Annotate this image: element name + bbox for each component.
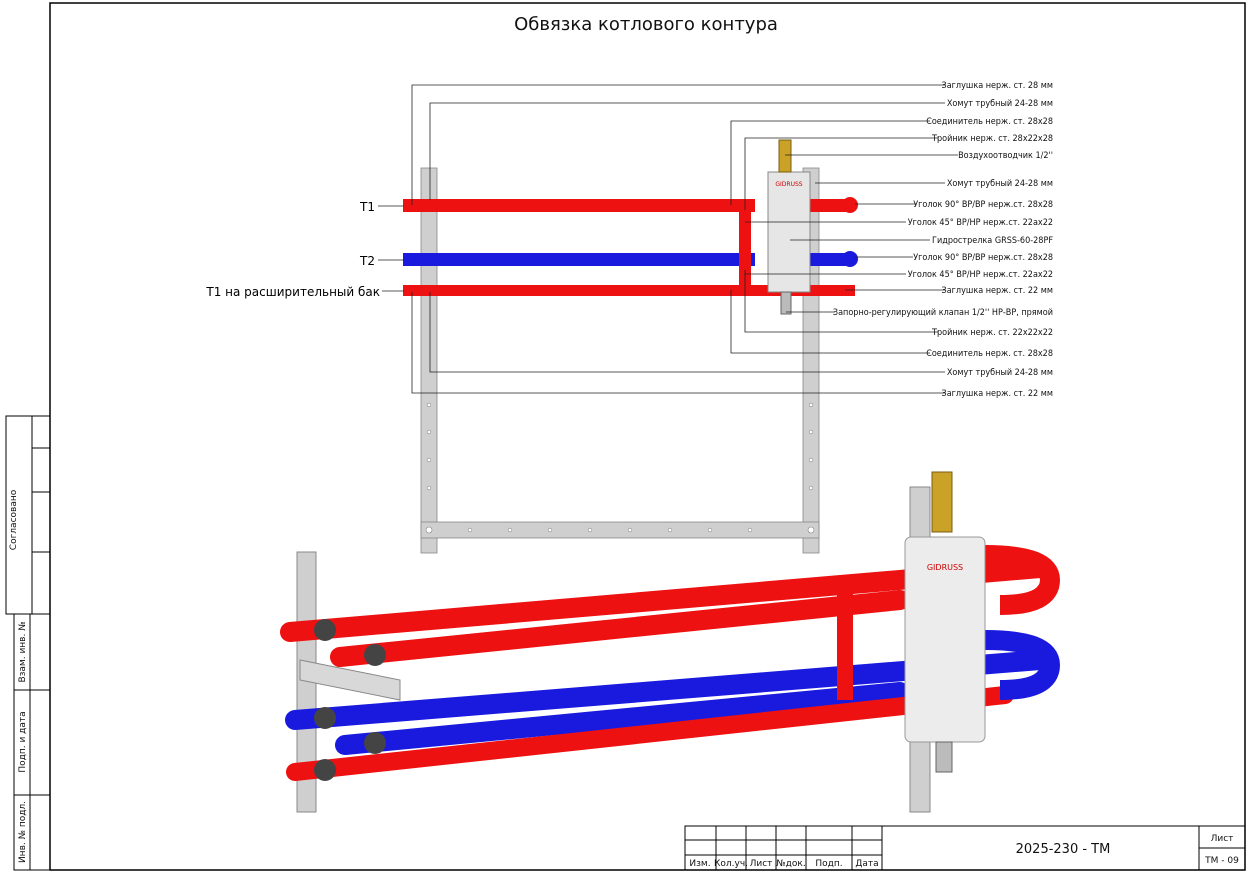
elbow-90-supply (842, 197, 858, 213)
tb-col: Лист (750, 859, 773, 869)
rail-holes (425, 402, 815, 534)
label-t2: T2 (359, 254, 375, 268)
callout-label: Тройник нерж. ст. 22x22x22 (931, 328, 1053, 338)
drawing-title: Обвязка котлового контура (514, 14, 778, 35)
sheet-value: ТМ - 09 (1204, 856, 1239, 866)
callout-label: Воздухоотводчик 1/2'' (958, 151, 1053, 161)
label-t1-tank: T1 на расширительный бак (205, 285, 380, 299)
callout-label: Заглушка нерж. ст. 22 мм (942, 286, 1053, 296)
callout-label: Запорно-регулирующий клапан 1/2'' НР-ВР,… (833, 308, 1053, 318)
tb-col: №док. (776, 859, 805, 869)
callout-label: Хомут трубный 24-28 мм (947, 367, 1053, 378)
tb-col: Подп. (815, 859, 842, 869)
callout-label: Уголок 90° ВР/ВР нерж.ст. 28x28 (913, 253, 1053, 263)
stamp-inv-orig: Инв. № подл. (18, 801, 28, 863)
stamp-sign-date: Подп. и дата (18, 711, 28, 772)
callout-label: Уголок 45° ВР/НР нерж.ст. 22ax22 (908, 270, 1053, 280)
doc-code: 2025-230 - ТМ (1016, 842, 1111, 857)
schematic-frame (420, 167, 820, 554)
brand-logo-3d: GIDRUSS (927, 563, 963, 572)
supply-pipe-tank (403, 285, 855, 296)
schematic-pipes: GIDRUSS (403, 139, 858, 315)
label-t1: T1 (359, 200, 375, 214)
tb-col: Кол.уч. (714, 859, 748, 869)
hydro-separator (767, 171, 811, 293)
isometric-view: GIDRUSS (280, 471, 1061, 813)
callout-label: Соединитель нерж. ст. 28x28 (926, 117, 1053, 127)
shutoff-valve (780, 291, 792, 315)
callout-label: Соединитель нерж. ст. 28x28 (926, 349, 1053, 359)
callout-label: Гидрострелка GRSS-60-28PF (932, 236, 1053, 246)
return-pipe-t2 (403, 253, 755, 266)
side-stamp: Согласовано Взам. инв. № Подп. и дата Ин… (5, 415, 51, 871)
brand-logo: GIDRUSS (775, 181, 802, 188)
title-block (684, 825, 1246, 871)
callout-label: Хомут трубный 24-28 мм (947, 178, 1053, 189)
tb-col: Дата (855, 859, 878, 869)
stamp-agreed: Согласовано (9, 489, 19, 550)
bypass-pipe (739, 205, 751, 290)
callout-label: Хомут трубный 24-28 мм (947, 98, 1053, 109)
callout-label: Уголок 90° ВР/ВР нерж.ст. 28x28 (913, 200, 1053, 210)
leader-lines (411, 84, 958, 394)
callout-labels: Заглушка нерж. ст. 28 мм Хомут трубный 2… (833, 81, 1053, 399)
tb-col: Изм. (689, 859, 710, 869)
elbow-90-return (842, 251, 858, 267)
callout-label: Заглушка нерж. ст. 22 мм (942, 389, 1053, 399)
stamp-inv-swap: Взам. инв. № (18, 621, 28, 682)
supply-pipe-t1 (403, 199, 755, 212)
sheet-label: Лист (1211, 834, 1234, 844)
callout-label: Уголок 45° ВР/НР нерж.ст. 22ax22 (908, 218, 1053, 228)
callout-label: Заглушка нерж. ст. 28 мм (942, 81, 1053, 91)
callout-label: Тройник нерж. ст. 28x22x28 (931, 134, 1053, 144)
air-vent (778, 139, 792, 173)
